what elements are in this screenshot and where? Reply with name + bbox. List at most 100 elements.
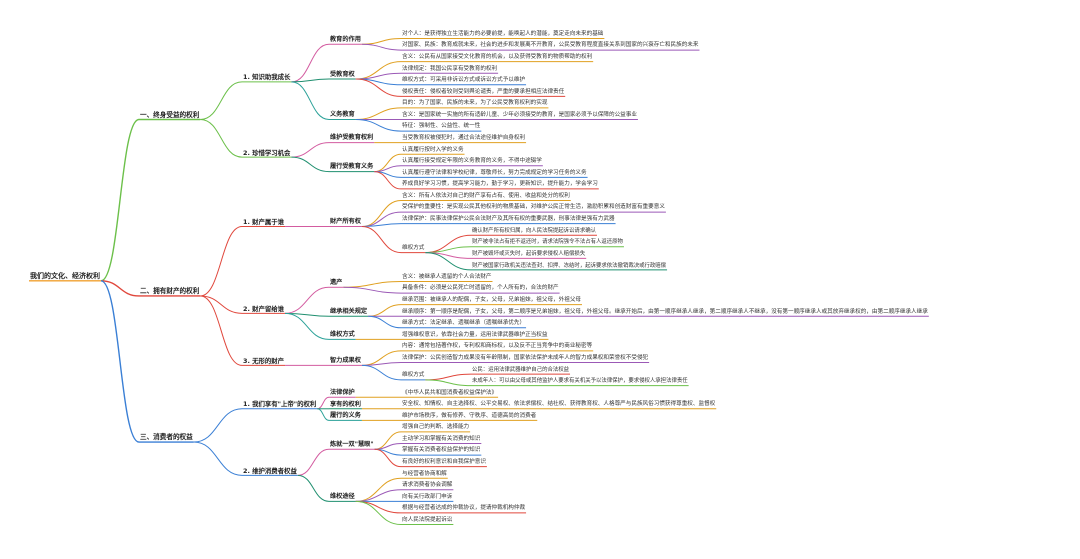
topic-node-level-4[interactable]: 安全权、知情权、自主选择权、公平交易权、依法求偿权、结社权、获得教育权、人格尊严… [402, 401, 716, 408]
topic-node-level-4[interactable]: 对国家、民族：教育成就未来，社会的进步和发展离不开教育，公民受教育程度直接关系到… [402, 42, 699, 49]
topic-node-level-4[interactable]: 向人民法院提起诉讼 [402, 516, 453, 523]
connector-line [291, 43, 330, 83]
topic-node-level-4[interactable]: 含义：公民有从国家接受文化教育的机会，以及获得受教育的物质帮助的权利 [402, 54, 593, 61]
topic-node-level-4[interactable]: 具备条件：必须是公民死亡时遗留的，个人所有的，合法的财产 [402, 285, 559, 292]
connector-line [285, 312, 330, 340]
topic-node-level-4[interactable]: 增强自己的判断、选择能力 [402, 424, 470, 431]
connector-line [368, 315, 402, 329]
topic-node-level-2[interactable]: 3. 无形的财产 [243, 356, 285, 365]
topic-node-level-4[interactable]: 主动学习和掌握有关消费的知识 [402, 435, 481, 442]
topic-node-level-5[interactable]: 财产被毁坏或灭失时，起诉要求侵权人赔偿损失 [472, 250, 586, 257]
connector-line [200, 226, 243, 297]
topic-node-level-4[interactable]: 有良好的权利意识和自我保护意识 [402, 459, 486, 466]
connector-line [355, 119, 402, 132]
topic-node-level-4[interactable]: 当受教育权被侵犯时，通过合法途径维护自身权利 [402, 135, 526, 142]
topic-node-level-4[interactable]: 法律保护：公民创造智力成果没有年龄限制，国家依法保护未成年人的智力成果权和荣誉权… [402, 354, 649, 361]
topic-node-level-4[interactable]: 含义：是国家统一实施的所有适龄儿童、少年必须接受的教育，是国家必须予以保障的公益… [402, 111, 637, 118]
connector-line [317, 408, 330, 421]
topic-node-level-4[interactable]: 认真履行按时入学的义务 [402, 146, 464, 153]
connector-line [291, 142, 330, 158]
connector-line [355, 500, 402, 525]
connector-line [100, 280, 140, 443]
root-topic[interactable]: 我们的文化、经济权利 [30, 271, 100, 280]
topic-node-level-2[interactable]: 1. 我们享有"上帝"的权利 [243, 400, 317, 409]
topic-node-level-3[interactable]: 维护受教育权利 [330, 134, 374, 142]
topic-node-level-2[interactable]: 1. 财产属于谁 [243, 218, 285, 227]
topic-node-level-2[interactable]: 2. 维护消费者权益 [243, 466, 297, 475]
topic-node-level-3[interactable]: 继承相关规定 [330, 308, 368, 315]
topic-node-level-2[interactable]: 1. 知识助我成长 [243, 73, 291, 82]
topic-node-level-4[interactable]: 增强维权意识，依靠社会力量，运用法律武器维护正当权益 [402, 331, 548, 338]
topic-node-level-4[interactable]: 认真履行接受规定年限的义务教育的义务，不得中途辍学 [402, 158, 542, 165]
topic-node-level-4[interactable]: 特征：强制性、公益性、统一性 [402, 123, 481, 130]
topic-node-level-4[interactable]: 继承顺序：第一顺序是配偶，子女，父母，第二顺序是兄弟姐妹，祖父母，外祖父母。继承… [402, 308, 928, 315]
topic-node-level-5[interactable]: 确认财产所有权归属，向人民法院提起诉讼请求确认 [472, 227, 596, 234]
topic-node-level-4[interactable]: 维权方式 [402, 372, 425, 379]
connector-line [200, 295, 243, 314]
topic-node-level-4[interactable]: 请求消费者协会调解 [402, 482, 453, 489]
connector-line [200, 119, 243, 158]
topic-node-level-4[interactable]: 对个人：是获得独立生活能力的必要前提，能唤起人的潜能，奠定走向未来的基础 [402, 30, 604, 37]
topic-node-level-4[interactable]: 向有关行政部门申诉 [402, 493, 453, 500]
topic-node-level-2[interactable]: 2. 珍惜学习机会 [243, 148, 291, 157]
topic-node-level-4[interactable]: 目的：为了国家、民族的未来，为了公民受教育权利的实现 [402, 100, 548, 107]
topic-node-level-1[interactable]: 二、拥有财产的权利 [140, 287, 200, 296]
topic-node-level-1[interactable]: 三、消费者的权益 [140, 433, 193, 442]
topic-node-level-5[interactable]: 财产被国家行政机关违法查封、扣押、冻结时，起诉要求依法撤销裁决或行政赔偿 [472, 262, 667, 269]
topic-node-level-4[interactable]: 侵权责任：侵权者较则受到舆论谴责，严重的要承担相应法律责任 [402, 88, 565, 95]
connector-line [297, 448, 330, 476]
connector-line [193, 441, 243, 476]
connector-line [100, 280, 140, 297]
connector-line [291, 78, 330, 83]
connector-line [343, 286, 402, 294]
connector-line [200, 295, 243, 366]
topic-node-level-5[interactable]: 财产被非法占有拒不返还时，请求法院强令不法占有人返还原物 [472, 239, 623, 246]
connector-line [200, 81, 243, 120]
topic-node-level-4[interactable]: 含义：所有人依法对自己的财产享有占有、使用、收益和处分的权利 [402, 192, 570, 199]
topic-node-level-4[interactable]: 与经营者协商和解 [402, 470, 447, 477]
topic-node-level-4[interactable]: 维护市场秩序，做有修养、守秩序、道德高尚的消费者 [402, 412, 537, 419]
topic-node-level-4[interactable]: 根据与经营者达成的仲裁协议，提请仲裁机构仲裁 [402, 505, 526, 512]
topic-node-level-4[interactable]: 维权方式：可采用非诉讼方式或诉讼方式予以维护 [402, 77, 526, 84]
topic-node-level-4[interactable]: 养成良好学习习惯，提高学习能力，勤于学习，更新知识，提升能力，学会学习 [402, 181, 598, 188]
topic-node-level-4[interactable]: 内容：通常包括著作权，专利权和商标权，以及反不正当竞争中的商业秘密等 [402, 343, 593, 350]
topic-node-level-4[interactable]: 认真履行遵守法律和学校纪律，尊敬师长，努力完成规定的学习任务的义务 [402, 169, 587, 176]
topic-node-level-4[interactable]: 继承范围：被继承人的配偶，子女，父母，兄弟姐妹，祖父母，外祖父母 [402, 297, 582, 304]
topic-node-level-3[interactable]: 享有的权利 [330, 400, 361, 408]
topic-node-level-3[interactable]: 履行的义务 [330, 412, 361, 420]
topic-node-level-3[interactable]: 智力成果权 [330, 357, 361, 365]
topic-node-level-4[interactable]: 含义：被继承人遗留的个人合法财产 [402, 273, 492, 280]
connector-line [425, 379, 472, 387]
topic-node-level-4[interactable]: 法律规定：我国公民享有受教育的权利 [402, 65, 498, 72]
topic-node-level-3[interactable]: 教育的作用 [330, 36, 361, 44]
connector-line [100, 118, 140, 282]
connector-line [361, 223, 402, 228]
connector-line [361, 364, 402, 381]
topic-node-level-3[interactable]: 维权途径 [330, 493, 355, 501]
topic-node-level-3[interactable]: 受教育权 [330, 70, 355, 78]
topic-node-level-1[interactable]: 一、终身受益的权利 [140, 110, 200, 119]
topic-node-level-4[interactable]: 《中华人民共和国消费者权益保护法》 [402, 389, 498, 396]
topic-node-level-4[interactable]: 受保护的重要性：是实现公民其他权利的物质基础，对维护公民正常生活，激励积累和创造… [402, 204, 665, 211]
topic-node-level-4[interactable]: 掌握有关消费者权益保护的知识 [402, 447, 481, 454]
topic-node-level-5[interactable]: 未成年人：可以由父母或其他监护人要求有关机关予以法律保护，要求侵权人承担法律责任 [472, 378, 688, 385]
topic-node-level-3[interactable]: 遗产 [330, 279, 343, 287]
connector-line [291, 156, 330, 173]
topic-node-level-4[interactable]: 继承方式：法定继承、遗嘱继承（遗嘱继承优先） [402, 320, 526, 327]
topic-node-level-5[interactable]: 公民：运用法律武器维护自己的合法权益 [472, 366, 570, 373]
connector-line [297, 474, 330, 502]
topic-node-level-3[interactable]: 履行受教育义务 [330, 163, 374, 171]
connector-line [425, 252, 472, 271]
connector-line [361, 226, 402, 254]
topic-node-level-2[interactable]: 2. 财产留给谁 [243, 304, 285, 313]
topic-node-level-3[interactable]: 义务教育 [330, 111, 355, 119]
topic-node-level-3[interactable]: 财产所有权 [330, 218, 361, 226]
topic-node-level-4[interactable]: 维权方式 [402, 244, 425, 251]
topic-node-level-4[interactable]: 法律保护：民事法律保护公民合法财产及其所有权的重要武器，刑事法律是强有力武器 [402, 216, 615, 223]
connector-line [193, 408, 243, 443]
topic-node-level-3[interactable]: 维权方式 [330, 331, 355, 339]
topic-node-level-3[interactable]: 炼就一双"慧眼" [330, 441, 374, 449]
topic-node-level-3[interactable]: 法律保护 [330, 389, 355, 396]
